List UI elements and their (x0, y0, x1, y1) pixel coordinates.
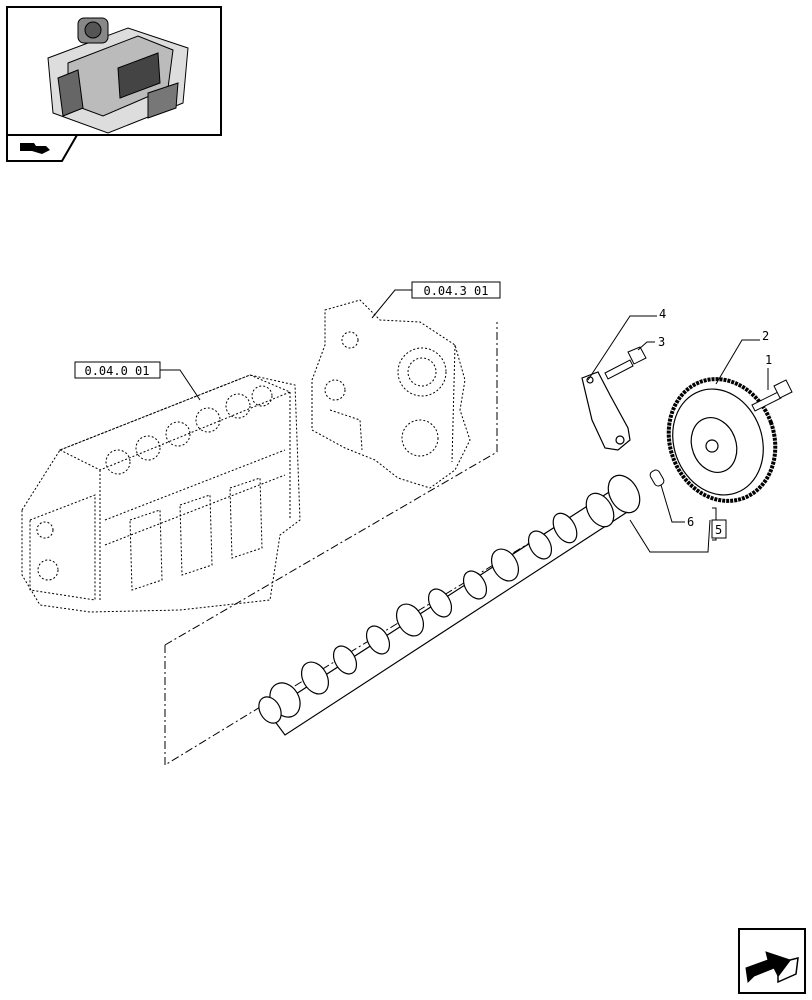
section-tab-icon (6, 134, 79, 166)
callout-4: 4 (659, 307, 666, 321)
callout-3: 3 (658, 335, 665, 349)
ref-cover-label[interactable]: 0.04.3 01 (423, 284, 488, 298)
callout-5: 5 (715, 523, 722, 537)
callout-2: 2 (762, 329, 769, 343)
callout-1: 1 (765, 353, 772, 367)
next-page-arrow-icon[interactable] (738, 928, 806, 994)
ref-block-label[interactable]: 0.04.0 01 (84, 364, 149, 378)
callout-6: 6 (687, 515, 694, 529)
engine-thumbnail (6, 6, 222, 136)
